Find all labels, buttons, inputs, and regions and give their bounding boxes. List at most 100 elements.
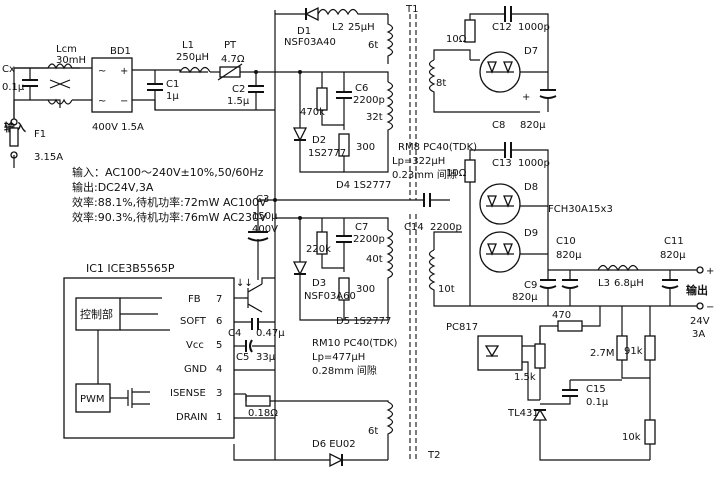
output-terminal-positive: [696, 266, 704, 274]
wire: [539, 420, 650, 461]
c4-value: 0.47μ: [256, 328, 285, 339]
cx-value: 0.1μ: [2, 82, 25, 93]
spec-efficiency-230v: 效率:90.3%,待机功率:76mW AC230V: [72, 210, 267, 224]
output-terminal-negative: [696, 302, 704, 310]
wire: [299, 140, 344, 173]
pt-thermistor-slash: [217, 63, 243, 81]
c6-label: C6: [355, 83, 368, 94]
c5-label: C5: [236, 352, 249, 363]
mosfet-symbol: [110, 388, 150, 408]
t1-secondary-winding-8t: [428, 59, 436, 100]
c9-label: C9: [524, 280, 537, 291]
wire: [522, 325, 548, 347]
lcm-winding-top: [47, 63, 73, 70]
l2-value: 25μH: [348, 22, 375, 33]
c14-label: C14: [404, 222, 424, 233]
d8-diode-a: [487, 195, 497, 208]
r220k-label: 220k: [306, 244, 331, 255]
wire: [261, 277, 275, 284]
control-block: [75, 297, 121, 331]
d1-diode: [304, 6, 319, 22]
pin-gnd-name: GND: [184, 364, 207, 375]
t2-secondary-turns: 10t: [438, 284, 455, 295]
t1-core-spec: RM8 PC40(TDK): [398, 142, 477, 153]
d3-label: D3: [312, 278, 326, 289]
r-1-5k: [534, 343, 546, 369]
l2-label: L2: [332, 22, 344, 33]
pin-soft-name: SOFT: [180, 316, 207, 327]
opto-transistor: [244, 283, 263, 313]
d9-label: D9: [524, 228, 538, 239]
wire: [38, 99, 61, 108]
wire: [433, 231, 462, 250]
c11-label: C11: [664, 236, 684, 247]
junction: [273, 198, 277, 202]
d7-diode-b: [503, 61, 513, 74]
opto-led: [484, 345, 500, 358]
c15-value: 0.1μ: [586, 397, 609, 408]
r-10-ohm-bottom: [464, 159, 476, 183]
ic1-label: IC1 ICE3B5565P: [86, 262, 175, 275]
t1-aux-turns: 6t: [368, 40, 378, 51]
t1-secondary-turns: 8t: [436, 78, 446, 89]
d6-diode: [329, 452, 344, 468]
r-10-ohm-top: [464, 19, 476, 43]
l2-inductor: [317, 8, 388, 16]
fuse-value: 3.15A: [34, 152, 63, 163]
output-voltage: 24V: [690, 316, 710, 327]
r27m-label: 2.7M: [590, 348, 615, 359]
output-plus: +: [706, 266, 714, 277]
bridge-rating: 400V 1.5A: [92, 122, 144, 133]
wire: [469, 13, 505, 20]
t1-label: T1: [405, 4, 418, 15]
l1-inductor: [179, 66, 211, 74]
wire: [72, 67, 92, 101]
t1-inductance: Lp=322μH: [392, 156, 445, 167]
c7-value: 2200p: [353, 234, 385, 245]
r-0-18-ohm: [245, 395, 271, 407]
wire: [511, 149, 549, 270]
c3-voltage: 400V: [252, 224, 278, 235]
d2-value: 1S2777: [308, 148, 346, 159]
wire: [433, 100, 540, 113]
c3-value: 150μ: [252, 211, 278, 222]
r10a-label: 10Ω: [446, 34, 467, 45]
wire: [245, 394, 389, 402]
t2-aux-winding-6t: [386, 401, 394, 460]
wire: [511, 13, 549, 50]
pin-drain-name: DRAIN: [176, 412, 208, 423]
r-10k: [644, 419, 656, 445]
r15k-label: 1.5k: [514, 372, 536, 383]
c10-label: C10: [556, 236, 576, 247]
dc-bus-positive: [132, 69, 208, 73]
c7-label: C7: [355, 222, 368, 233]
wire: [120, 297, 170, 331]
wire: [520, 205, 548, 255]
c6-value: 2200p: [353, 95, 385, 106]
r-470-feedback: [557, 320, 583, 332]
t2-gap: 0.28mm 间隙: [312, 364, 377, 377]
wire: [343, 156, 389, 173]
wire: [433, 49, 471, 60]
d3-diode: [292, 261, 308, 276]
spec-output: 输出:DC24V,3A: [72, 180, 154, 194]
t2-aux-turns: 6t: [368, 426, 378, 437]
dc-bus-negative: [132, 99, 275, 111]
lcm-core: [49, 79, 71, 89]
bridge-ac-symbol: ~: [98, 66, 106, 77]
pc817-label: PC817: [446, 322, 478, 333]
fuse-f1: [9, 127, 19, 147]
lcm-label: Lcm: [56, 44, 77, 55]
pin-fb-number: 7: [216, 294, 222, 305]
c8-plus: +: [522, 92, 530, 103]
r300-bottom-label: 300: [356, 284, 375, 295]
wire: [299, 274, 344, 321]
r91k-label: 91k: [624, 346, 643, 357]
c9-value: 820μ: [512, 292, 538, 303]
t1-gap: 0.23mm 间隙: [392, 168, 457, 181]
l3-inductor: [597, 264, 639, 272]
t2-primary-winding-40t: [386, 229, 394, 320]
c14-value: 2200p: [430, 222, 462, 233]
tl431-label: TL431: [507, 408, 539, 419]
